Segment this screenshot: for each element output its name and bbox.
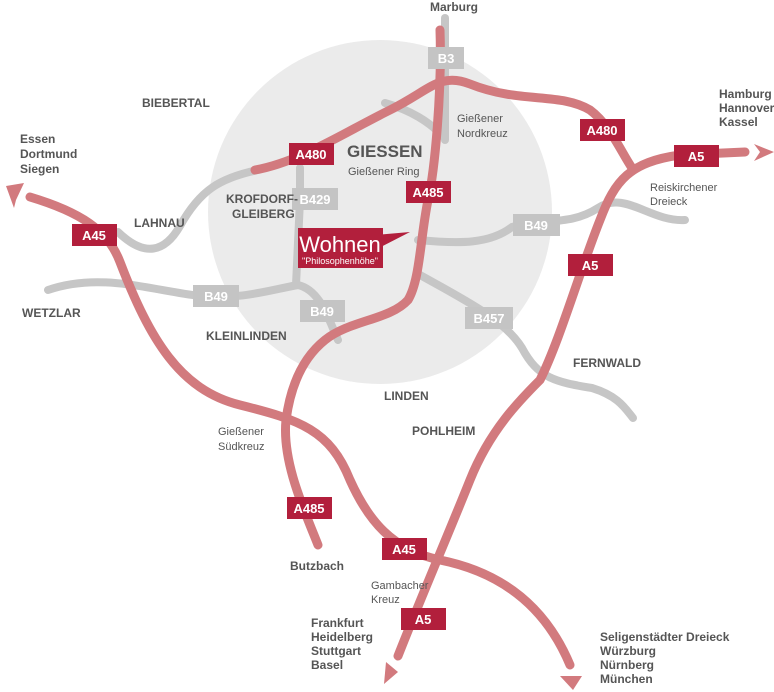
arrow-southeast-icon: [560, 676, 582, 690]
label-a485-south: A485: [287, 497, 332, 519]
place-lahnau: LAHNAU: [134, 216, 185, 230]
place-fernwald: FERNWALD: [573, 356, 641, 370]
marker-subtitle: "Philosophenhöhe": [302, 256, 378, 266]
label-b49-west: B49: [193, 285, 239, 307]
road-a485: [280, 25, 445, 550]
label-a45-south: A45: [382, 538, 427, 560]
label-b49-east: B49: [513, 214, 560, 236]
label-b457: B457: [465, 307, 513, 329]
svg-text:A485: A485: [412, 185, 443, 200]
svg-text:A480: A480: [295, 147, 326, 162]
city-name: GIESSEN: [347, 142, 423, 161]
label-a5-south: A5: [401, 608, 446, 630]
svg-text:A480: A480: [586, 123, 617, 138]
place-wetzlar: WETZLAR: [22, 306, 81, 320]
svg-text:A5: A5: [415, 612, 432, 627]
place-krofdorf-line1: KROFDORF-: [226, 192, 298, 206]
svg-text:B429: B429: [299, 192, 330, 207]
svg-text:A45: A45: [392, 542, 416, 557]
city-ring: Gießener Ring: [348, 166, 420, 178]
svg-text:A5: A5: [582, 258, 599, 273]
road-lahnau: [114, 166, 262, 253]
label-a5-east: A5: [674, 145, 719, 167]
arrow-northwest-icon: [6, 183, 24, 208]
marker-title: Wohnen: [299, 232, 381, 257]
label-b3: B3: [428, 47, 464, 69]
label-b49-center: B49: [300, 300, 345, 322]
svg-text:A485: A485: [293, 501, 324, 516]
svg-text:B49: B49: [310, 304, 334, 319]
road-a45: [25, 192, 575, 670]
label-a45-north: A45: [72, 224, 117, 246]
road-a480: [250, 75, 637, 175]
label-a480-east: A480: [580, 119, 625, 141]
svg-text:A45: A45: [82, 228, 106, 243]
place-pohlheim: POHLHEIM: [412, 424, 475, 438]
road-b49-east: [414, 198, 689, 247]
svg-text:B457: B457: [473, 311, 504, 326]
label-b429: B429: [292, 188, 338, 210]
label-a480-west: A480: [289, 143, 334, 165]
motorways: [6, 25, 774, 690]
svg-text:A5: A5: [688, 149, 705, 164]
road-a5: [393, 147, 750, 661]
label-a485-north: A485: [406, 181, 451, 203]
marker-pointer: [375, 232, 410, 250]
svg-text:B3: B3: [438, 51, 455, 66]
marker-box: [298, 228, 383, 268]
svg-text:B49: B49: [204, 289, 228, 304]
place-kleinlinden: KLEINLINDEN: [206, 329, 287, 343]
place-butzbach: Butzbach: [290, 559, 344, 573]
wohnen-marker[interactable]: Wohnen "Philosophenhöhe": [298, 228, 410, 268]
svg-text:B49: B49: [524, 218, 548, 233]
place-linden: LINDEN: [384, 389, 429, 403]
arrow-east-icon: [754, 144, 774, 161]
place-biebertal: BIEBERTAL: [142, 96, 210, 110]
road-b457: [416, 271, 637, 422]
label-a5-center: A5: [568, 254, 613, 276]
place-marburg: Marburg: [430, 0, 478, 14]
arrow-south-icon: [384, 662, 398, 684]
place-krofdorf-line2: GLEIBERG: [232, 207, 295, 221]
